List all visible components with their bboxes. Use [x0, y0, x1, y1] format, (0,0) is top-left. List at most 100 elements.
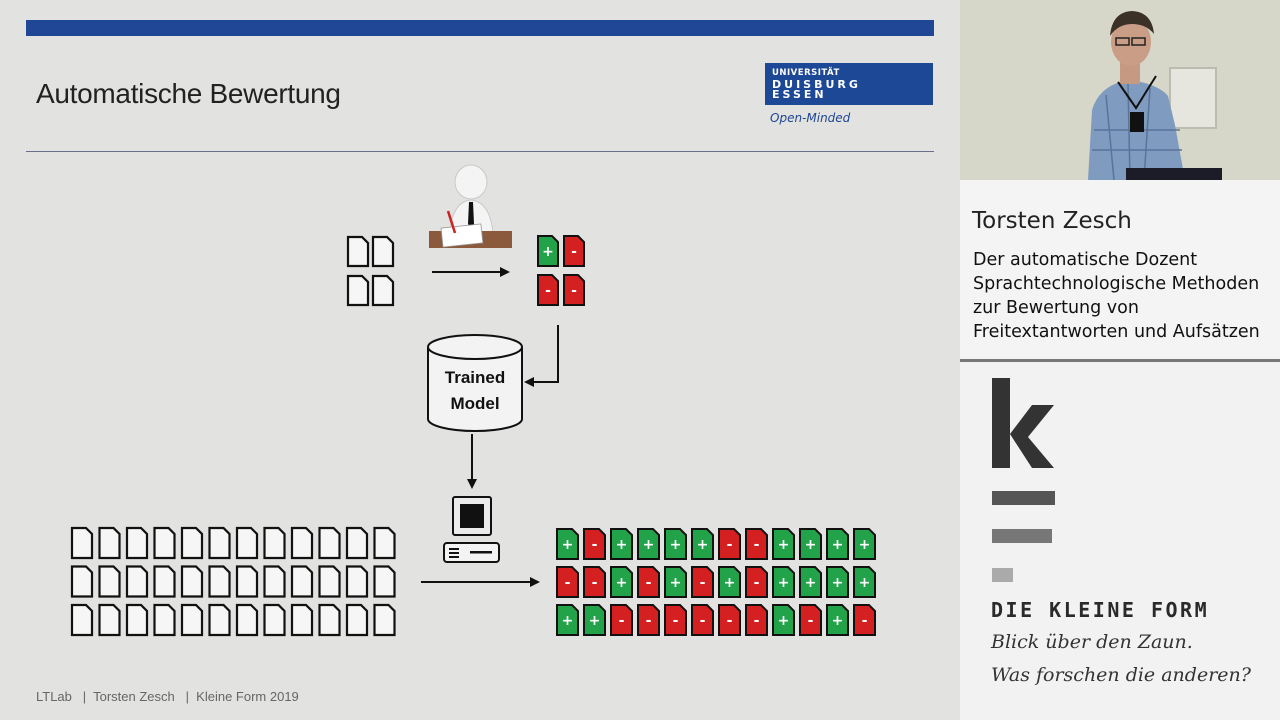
predicted-label-tile: +	[826, 528, 849, 560]
training-label-tile: -	[563, 235, 585, 267]
document-icon	[70, 565, 94, 598]
document-icon	[125, 565, 149, 598]
presentation-slide: Automatische Bewertung UNIVERSITÄT DUISB…	[26, 20, 934, 704]
label-sign-text: +	[589, 613, 601, 629]
document-icon	[208, 603, 231, 637]
label-sign-text: +	[697, 537, 709, 553]
speaker-photo	[960, 0, 1280, 180]
label-sign-text: +	[859, 537, 871, 553]
label-sign-text: +	[562, 613, 574, 629]
predicted-label-tile: -	[556, 566, 579, 598]
title-divider	[26, 151, 934, 152]
logo-line-1: UNIVERSITÄT	[772, 68, 840, 78]
predicted-label-tile: +	[556, 528, 579, 560]
label-sign-text: -	[700, 575, 706, 591]
document-icon	[263, 526, 286, 560]
predicted-label-tile: -	[745, 528, 768, 560]
predicted-label-tile: +	[826, 566, 849, 598]
predicted-label-tile: +	[853, 566, 876, 598]
document-icon	[180, 565, 204, 598]
predicted-label-tile: +	[556, 604, 579, 636]
human-grader-icon	[429, 164, 512, 248]
label-sign-text: -	[545, 283, 551, 299]
predicted-label-tile: +	[637, 528, 660, 560]
document-icon	[346, 274, 370, 307]
label-sign-text: +	[832, 575, 844, 591]
predicted-label-tile: +	[691, 528, 714, 560]
training-labels: +---	[537, 235, 585, 306]
document-icon	[345, 565, 369, 598]
label-sign-text: +	[724, 575, 736, 591]
predicted-labels: +-++++--++++--+-+-+-++++++------+-+-	[556, 528, 876, 636]
document-icon	[235, 565, 259, 598]
slide-footer: LTLab | Torsten Zesch | Kleine Form 2019	[36, 689, 299, 704]
label-sign-text: -	[565, 575, 571, 591]
talk-title-line-4: Freitextantworten und Aufsätzen	[973, 322, 1260, 342]
predicted-label-tile: -	[691, 604, 714, 636]
label-sign-text: -	[727, 537, 733, 553]
document-icon	[371, 235, 395, 268]
label-sign-text: -	[571, 244, 577, 260]
slide-title: Automatische Bewertung	[36, 78, 341, 109]
event-tagline-2: Was forschen die anderen?	[991, 664, 1251, 686]
model-label-line-2: Model	[450, 394, 499, 413]
training-documents	[346, 235, 395, 307]
label-sign-text: +	[562, 537, 574, 553]
predicted-label-tile: +	[826, 604, 849, 636]
predicted-label-tile: -	[745, 604, 768, 636]
document-icon	[263, 603, 286, 637]
computer-icon	[443, 496, 500, 563]
label-sign-text: +	[805, 575, 817, 591]
predicted-label-tile: -	[583, 528, 606, 560]
label-sign-text: -	[727, 613, 733, 629]
predicted-label-tile: -	[583, 566, 606, 598]
predicted-label-tile: -	[799, 604, 822, 636]
label-sign-text: +	[805, 537, 817, 553]
document-icon	[70, 526, 94, 560]
document-icon	[125, 526, 149, 560]
logo-line-3: ESSEN	[772, 88, 827, 101]
logo-line-2: DUISBURG	[772, 78, 861, 91]
predicted-label-tile: -	[691, 566, 714, 598]
label-sign-text: -	[754, 575, 760, 591]
label-sign-text: -	[700, 613, 706, 629]
predicted-label-tile: +	[610, 566, 633, 598]
label-sign-text: +	[859, 575, 871, 591]
document-icon	[290, 526, 314, 560]
predicted-label-tile: +	[799, 566, 822, 598]
slide-header-bar	[26, 20, 934, 36]
document-icon	[263, 565, 286, 598]
training-label-tile: +	[537, 235, 559, 267]
document-icon	[373, 526, 396, 560]
predicted-label-tile: -	[664, 604, 687, 636]
document-icon	[346, 235, 370, 268]
document-icon	[208, 526, 231, 560]
document-icon	[153, 565, 176, 598]
document-icon	[345, 603, 369, 637]
label-sign-text: +	[778, 537, 790, 553]
document-icon	[373, 565, 396, 598]
document-icon	[373, 603, 396, 637]
document-icon	[318, 603, 341, 637]
predicted-label-tile: -	[610, 604, 633, 636]
label-sign-text: -	[646, 613, 652, 629]
label-sign-text: -	[754, 537, 760, 553]
label-sign-text: -	[646, 575, 652, 591]
predicted-label-tile: +	[772, 528, 795, 560]
label-sign-text: +	[670, 575, 682, 591]
unlabelled-documents	[70, 526, 396, 637]
document-icon	[98, 603, 121, 637]
talk-info-box: Torsten Zesch Der automatische Dozent Sp…	[960, 180, 1280, 358]
speaker-name: Torsten Zesch	[972, 208, 1132, 234]
document-icon	[70, 603, 94, 637]
predicted-label-tile: +	[853, 528, 876, 560]
document-icon	[235, 603, 259, 637]
label-sign-text: -	[571, 283, 577, 299]
predicted-label-tile: +	[664, 566, 687, 598]
training-label-tile: -	[563, 274, 585, 306]
label-sign-text: -	[808, 613, 814, 629]
predicted-label-tile: -	[718, 604, 741, 636]
event-branding: DIE KLEINE FORM Blick über den Zaun. Was…	[960, 362, 1280, 720]
label-sign-text: +	[778, 575, 790, 591]
predicted-label-tile: +	[610, 528, 633, 560]
